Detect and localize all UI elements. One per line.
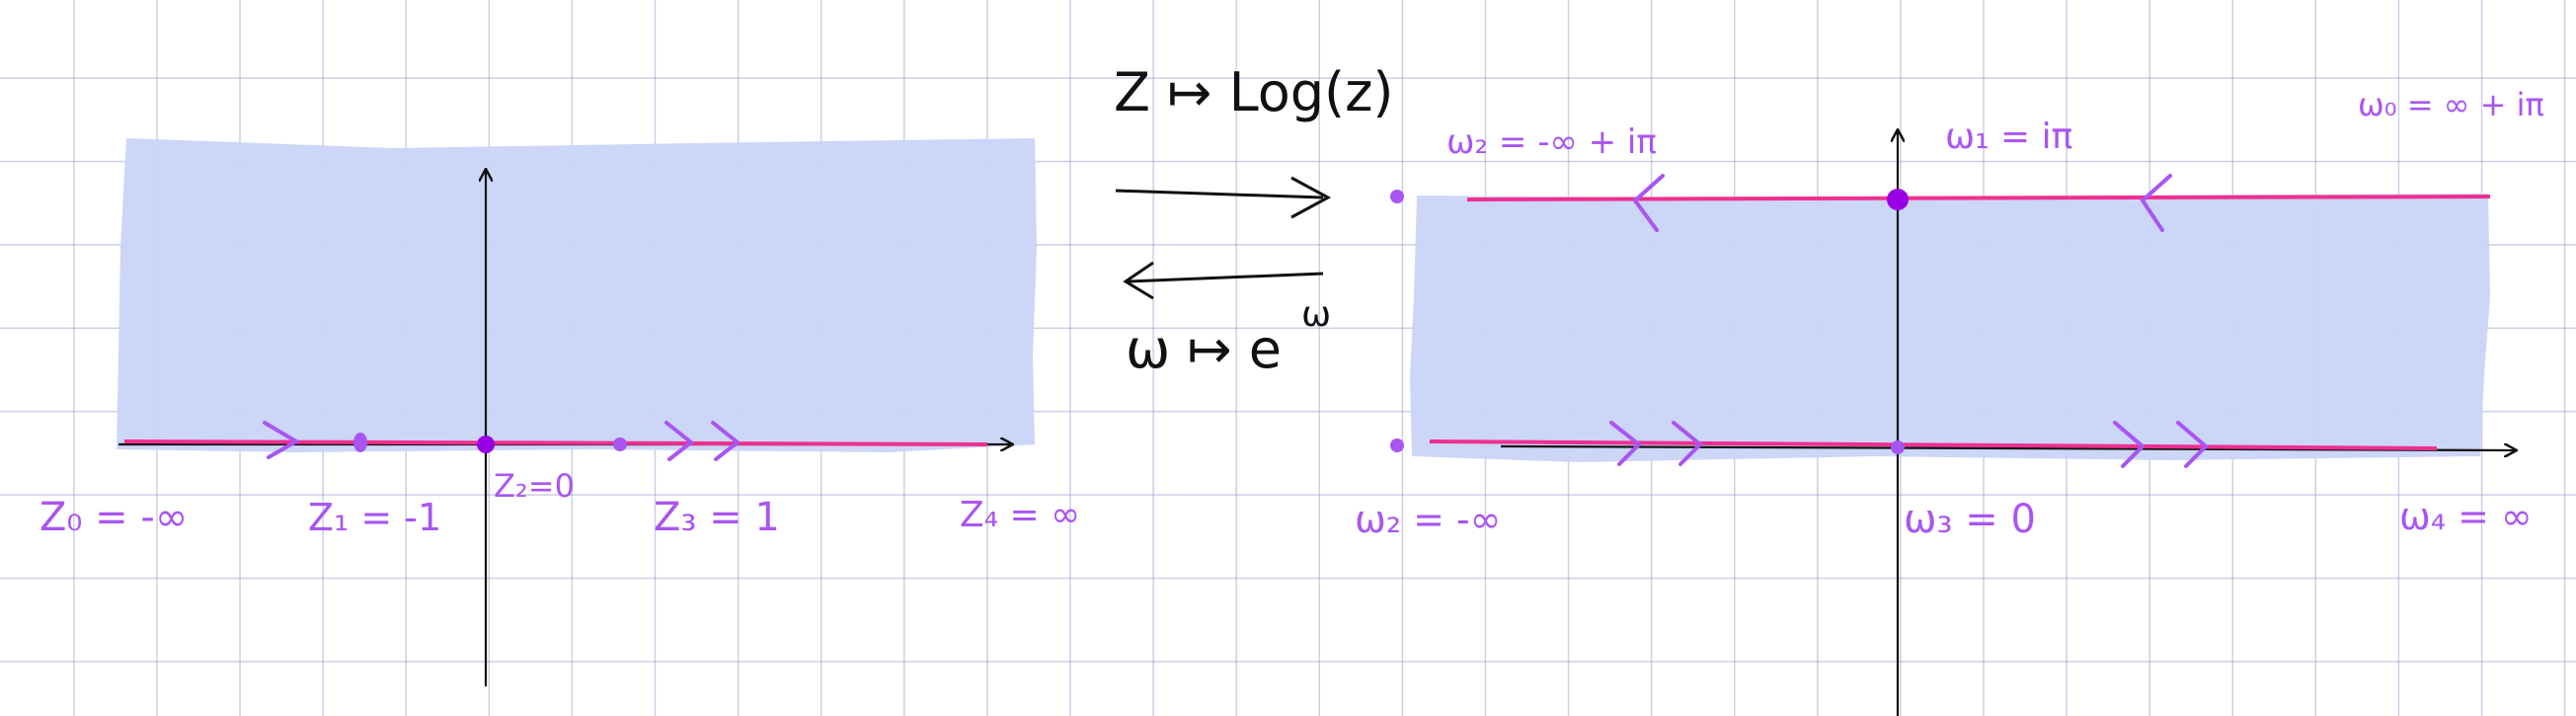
inverse-map-label: ω ↦ e [1126,318,1282,380]
w-top-arrow-left [1632,174,1665,232]
mapping-arrows: Z ↦ Log(z) ω ↦ e ω [1114,61,1394,380]
w-top-arrow-right [2140,174,2172,232]
w-plane: ω₂ = -∞ + iπ ω₁ = iπ ω₀ = ∞ + iπ ω₂ = -∞… [1355,86,2544,716]
w3-point [1891,440,1905,454]
w-bottom-double-arrow-left [1609,421,1703,466]
w4-label: ω₄ = ∞ [2399,495,2533,538]
forward-arrowhead [1290,176,1332,219]
w2-bottom-label: ω₂ = -∞ [1355,498,1501,541]
z-plane: Z₀ = -∞ Z₁ = -1 Z₂=0 Z₃ = 1 Z₄ = ∞ [39,138,1080,686]
z2-label: Z₂=0 [494,467,575,505]
z-real-line-boundary [123,439,988,446]
w-bottom-double-arrow-right [2113,421,2209,468]
z3-label: Z₃ = 1 [654,495,780,540]
z1-point [353,433,367,452]
forward-map-arrow [1115,189,1324,199]
w1-point [1887,189,1909,210]
z2-point [477,436,495,453]
w3-label: ω₃ = 0 [1904,497,2036,542]
z4-label: Z₄ = ∞ [960,495,1080,535]
inverse-arrowhead [1123,261,1154,300]
z1-label: Z₁ = -1 [308,496,441,539]
z0-label: Z₀ = -∞ [39,495,188,540]
w1-label: ω₁ = iπ [1945,117,2072,157]
w2-bottom-point [1390,438,1404,452]
inverse-map-arrow [1127,272,1324,283]
z-upper-half-plane-region [117,138,1037,452]
inverse-map-exponent: ω [1301,294,1331,335]
z3-point [613,438,627,451]
w0-label: ω₀ = ∞ + iπ [2358,86,2544,123]
w2-top-label: ω₂ = -∞ + iπ [1446,122,1657,162]
w-strip-region [1410,194,2490,462]
z-single-arrow [263,421,300,459]
z-double-arrow [664,421,742,461]
forward-map-label: Z ↦ Log(z) [1114,61,1394,123]
w-bottom-boundary [1429,439,2438,450]
w2-top-point [1390,190,1404,203]
